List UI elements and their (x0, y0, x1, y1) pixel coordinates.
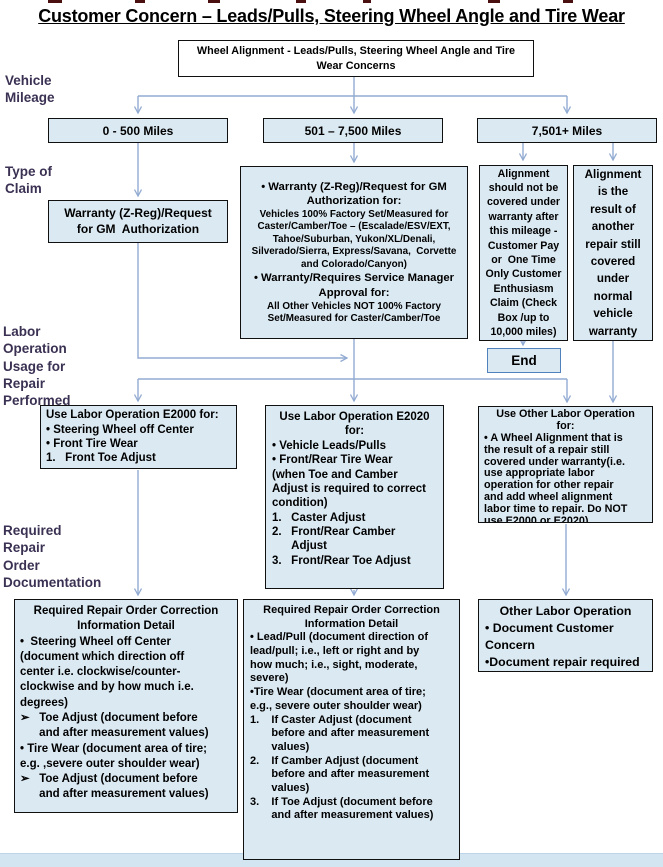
row-label-required-repair-docs: Required Repair Order Documentation (3, 523, 102, 590)
cropped-ribbon-artifact (296, 0, 306, 3)
docs-mid-body: • Lead/Pull (document direction of lead/… (250, 631, 434, 822)
docs-left-heading: Required Repair Order Correction Informa… (33, 605, 219, 633)
labor-box-other: Use Other Labor Operation for: • A Wheel… (478, 406, 653, 523)
cropped-ribbon-artifact (48, 0, 62, 3)
row-label-type-of-claim: Type of Claim (5, 164, 52, 197)
labor-other-body: • A Wheel Alignment that is the result o… (484, 431, 628, 523)
docs-right-body: • Document Customer Concern •Document re… (485, 620, 640, 669)
row-label-labor-operation: Labor Operation Usage for Repair Perform… (3, 324, 71, 409)
claim-mid-detail-1: Vehicles 100% Factory Set/Measured for C… (251, 208, 457, 270)
labor-box-e2000: Use Labor Operation E2000 for: • Steerin… (40, 405, 237, 469)
cropped-ribbon-artifact (135, 0, 145, 3)
labor-e2000-body: • Steering Wheel off Center • Front Tire… (46, 423, 194, 465)
docs-right-heading: Other Labor Operation (499, 604, 632, 618)
labor-e2000-heading: Use Labor Operation E2000 for: (46, 409, 219, 422)
claim-box-customer-pay: Alignment should not be covered under wa… (479, 165, 568, 341)
mileage-band-501-7500: 501 – 7,500 Miles (263, 118, 443, 143)
cropped-ribbon-artifact (208, 0, 220, 3)
docs-box-e2020: Required Repair Order Correction Informa… (243, 599, 460, 860)
diagram-title: Customer Concern – Leads/Pulls, Steering… (38, 6, 625, 26)
labor-e2020-body: • Vehicle Leads/Pulls • Front/Rear Tire … (272, 439, 427, 567)
claim-box-other-repair-warranty: Alignment is the result of another repai… (573, 165, 653, 341)
root-box: Wheel Alignment - Leads/Pulls, Steering … (178, 40, 534, 77)
labor-other-heading: Use Other Labor Operation for: (496, 408, 635, 432)
labor-box-e2020: Use Labor Operation E2020 for: • Vehicle… (265, 405, 444, 589)
mileage-band-7501-plus: 7,501+ Miles (477, 118, 657, 143)
claim-mid-heading-1: • Warranty (Z-Reg)/Request for GM Author… (261, 180, 447, 208)
claim-mid-heading-2: • Warranty/Requires Service Manager Appr… (253, 272, 455, 299)
mileage-band-0-500: 0 - 500 Miles (48, 118, 228, 143)
claim-box-501-7500: • Warranty (Z-Reg)/Request for GM Author… (240, 166, 468, 339)
cropped-ribbon-artifact (488, 0, 500, 3)
end-box: End (487, 348, 561, 373)
docs-left-body: • Steering Wheel off Center (document wh… (20, 635, 209, 801)
docs-box-other: Other Labor Operation • Document Custome… (478, 599, 653, 672)
claim-box-0-500: Warranty (Z-Reg)/Request for GM Authoriz… (48, 200, 228, 243)
docs-mid-heading: Required Repair Order Correction Informa… (263, 604, 440, 630)
cropped-ribbon-artifact (563, 0, 573, 3)
claim-mid-detail-2: All Other Vehicles NOT 100% Factory Set/… (267, 300, 441, 325)
row-label-vehicle-mileage: Vehicle Mileage (5, 73, 55, 106)
docs-box-e2000: Required Repair Order Correction Informa… (14, 599, 238, 813)
labor-e2020-heading: Use Labor Operation E2020 for: (279, 411, 430, 438)
connector (137, 243, 347, 358)
cropped-ribbon-artifact (363, 0, 371, 3)
